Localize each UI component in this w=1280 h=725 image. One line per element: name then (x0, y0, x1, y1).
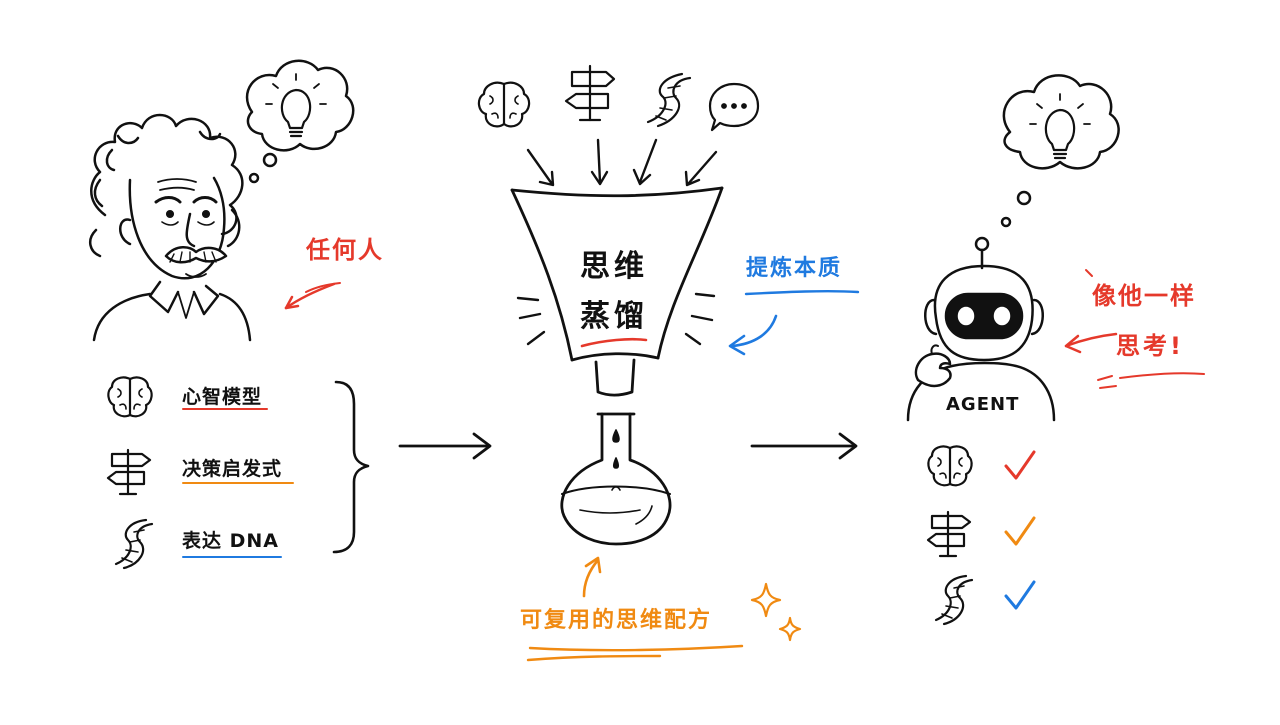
decision-heuristics-label: 决策启发式 (182, 458, 283, 480)
expression-dna-underline (182, 556, 282, 558)
flask-icon (560, 412, 672, 546)
agent-label: AGENT (946, 394, 1020, 415)
person-illustration (88, 113, 252, 342)
check-icon-orange (1004, 516, 1036, 546)
funnel (510, 186, 724, 397)
think-like-him-caption-line2: 思考! (1116, 332, 1184, 360)
thought-cloud-left (245, 59, 355, 184)
mental-models-underline (182, 408, 268, 410)
essence-underline (744, 289, 860, 296)
check-icon-blue (1004, 580, 1036, 610)
input-brain-icon (477, 81, 531, 128)
dna-icon (114, 518, 154, 570)
essence-note: 提炼本质 (746, 256, 843, 281)
sparkle-icon (750, 582, 802, 642)
thought-cloud-right (1000, 74, 1120, 228)
input-signpost-icon (564, 64, 616, 122)
think-like-marks (1085, 269, 1205, 389)
arrow-to-agent (750, 432, 858, 460)
input-chat-bubble-icon (708, 82, 760, 132)
anyone-caption: 任何人 (306, 236, 384, 264)
arrow-to-funnel (398, 432, 492, 460)
funnel-text-distill: 蒸馏 (580, 299, 648, 334)
input-arrows (526, 138, 718, 187)
brain-icon (927, 445, 973, 487)
robot-agent (906, 236, 1056, 422)
think-like-arrow (1064, 332, 1118, 354)
signpost-icon (926, 510, 972, 558)
lightbulb-icon (1029, 93, 1091, 160)
essence-arrow (728, 314, 778, 356)
distill-underline (580, 337, 648, 348)
input-dna-icon (646, 72, 692, 128)
check-icon-red (1004, 450, 1036, 480)
decision-heuristics-underline (182, 482, 294, 484)
recipe-underline (526, 644, 744, 662)
signpost-icon (106, 448, 152, 496)
think-like-him-caption-line1: 像他一样 (1092, 282, 1196, 310)
mental-models-label: 心智模型 (182, 386, 263, 408)
reusable-recipe-caption: 可复用的思维配方 (520, 608, 713, 633)
lightbulb-icon (265, 73, 327, 138)
expression-dna-label: 表达 DNA (182, 530, 279, 552)
anyone-arrow (284, 282, 341, 310)
dna-icon (934, 574, 974, 626)
funnel-text-think: 思维 (580, 249, 648, 284)
recipe-arrow (582, 556, 602, 598)
curly-brace (332, 380, 370, 554)
brain-icon (107, 376, 153, 418)
funnel-sparkles (516, 292, 716, 346)
